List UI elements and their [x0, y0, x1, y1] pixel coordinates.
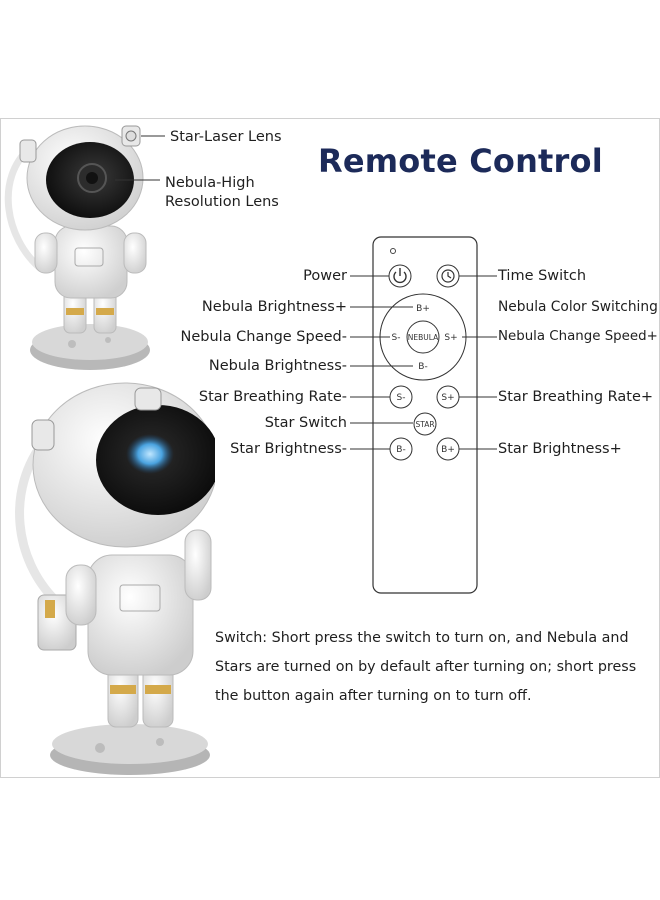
nebula-b-plus-key[interactable]: B+ — [416, 304, 430, 314]
star-s-minus-label: S- — [397, 393, 406, 403]
nebula-high-resolution-lens-label: Nebula-High Resolution Lens — [165, 174, 279, 212]
nebula-s-plus-key[interactable]: S+ — [444, 333, 457, 343]
star-b-minus-label: B- — [396, 445, 405, 455]
clock-icon — [441, 269, 455, 283]
star-button-label: STAR — [415, 420, 434, 429]
astronaut-large-illustration — [15, 382, 215, 775]
nebula-button-label: NEBULA — [408, 333, 439, 342]
label-nebula-brightness-plus: Nebula Brightness+ — [201, 299, 347, 315]
star-brightness-plus-button[interactable]: B+ — [436, 437, 460, 461]
label-nebula-change-speed-plus: Nebula Change Speed+ — [498, 329, 658, 344]
star-switch-button[interactable]: STAR — [413, 412, 437, 436]
nebula-b-minus-key[interactable]: B- — [418, 362, 427, 372]
label-star-brightness-minus: Star Brightness- — [230, 441, 347, 457]
label-star-switch: Star Switch — [264, 415, 347, 431]
label-star-breathing-rate-minus: Star Breathing Rate- — [198, 389, 347, 405]
star-laser-lens-label: Star-Laser Lens — [170, 129, 282, 145]
star-b-plus-label: B+ — [441, 445, 455, 455]
label-nebula-color-switching: Nebula Color Switching — [498, 299, 658, 315]
nebula-high-label-line1: Nebula-High — [165, 175, 255, 191]
nebula-center-button[interactable]: NEBULA — [406, 320, 440, 354]
label-nebula-change-speed-minus: Nebula Change Speed- — [180, 329, 348, 345]
label-star-brightness-plus: Star Brightness+ — [498, 441, 622, 457]
label-star-breathing-rate-plus: Star Breathing Rate+ — [498, 389, 654, 405]
time-switch-button[interactable] — [436, 264, 460, 288]
switch-instructions: Switch: Short press the switch to turn o… — [215, 630, 637, 704]
label-time-switch: Time Switch — [498, 268, 587, 284]
nebula-high-label-line2: Resolution Lens — [165, 194, 279, 210]
nebula-s-minus-key[interactable]: S- — [392, 333, 401, 343]
star-breathing-plus-button[interactable]: S+ — [436, 385, 460, 409]
label-power: Power — [303, 268, 347, 284]
page-title: Remote Control — [318, 142, 603, 180]
power-icon — [393, 271, 407, 284]
label-nebula-brightness-minus: Nebula Brightness- — [208, 358, 347, 374]
astronaut-small-illustration — [4, 125, 165, 370]
remote-buttons: NEBULA B+ B- S- S+ S- S+ STAR B- B+ — [379, 264, 467, 461]
star-s-plus-label: S+ — [441, 393, 454, 403]
